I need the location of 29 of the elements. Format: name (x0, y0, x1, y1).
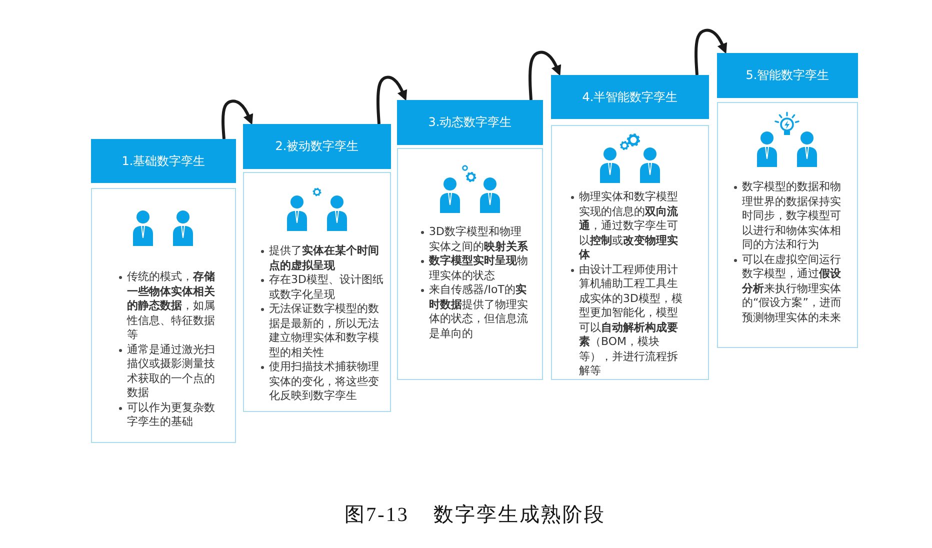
bullet-text: 存在3D模型、设计图纸或数字化呈现 (260, 273, 385, 302)
bullet-text: 无法保证数字模型的数据是最新的，所以无法建立物理实体和数字模型的相关性 (260, 302, 385, 360)
bullet-text: 传统的模式，存储一些物体实体相关的静态数据，如属性信息、特征数据等 (118, 270, 216, 342)
bullet-text: 来自传感器/IoT的实时数据提供了物理实体的状态，但信息流是单向的 (420, 283, 530, 341)
bullet-text: 可以在虚拟空间运行数字模型，通过假设分析来执行物理实体的“假设方案”，进而预测物理实体的未来 (733, 252, 843, 325)
stage-header: 1.基础数字孪生 (91, 139, 236, 183)
stage-header: 2.被动数字孪生 (243, 124, 391, 169)
curved-arrow (221, 100, 254, 140)
stage-card (551, 125, 709, 380)
stage-header: 4.半智能数字孪生 (551, 75, 709, 119)
bullet-text: 可以作为更复杂数字孪生的基础 (118, 400, 216, 430)
bullet-text: 使用扫描技术捕获物理实体的变化，将这些变化反映到数字孪生 (260, 360, 385, 404)
stage-header: 3.动态数字孪生 (397, 100, 543, 145)
figure-caption: 图7-13 数字孪生成熟阶段 (344, 503, 606, 528)
bullet-text: 数字模型实时呈现物理实体的状态 (420, 254, 530, 283)
bullet-text: 由设计工程师使用计算机辅助工程工具生成实体的3D模型，模型更加智能化，模型可以自动解析构成要素（BOM，模块等），并进行流程拆解等 (570, 262, 685, 378)
bullet-text: 数字模型的数据和物理世界的数据保持实时同步，数字模型可以进行和物体实体相同的方法和行为 (733, 180, 843, 252)
bullet-text: 提供了实体在某个时间点的虚拟呈现 (260, 244, 385, 273)
stage-card (717, 102, 858, 348)
curved-arrow (376, 76, 408, 124)
stage-header: 5.智能数字孪生 (717, 53, 858, 98)
stage-card (397, 148, 543, 380)
bullet-text: 物理实体和数字模型实现的信息的双向流通，通过数字孪生可以控制或改变物理实体 (570, 190, 685, 262)
curved-arrow (694, 28, 728, 76)
stage-card (91, 188, 236, 443)
curved-arrow (528, 50, 562, 100)
bullet-text: 通常是通过激光扫描仪或摄影测量技术获取的一个点的数据 (118, 342, 216, 400)
bullet-text: 3D数字模型和物理实体之间的映射关系 (420, 225, 530, 254)
stage-card (243, 172, 391, 412)
